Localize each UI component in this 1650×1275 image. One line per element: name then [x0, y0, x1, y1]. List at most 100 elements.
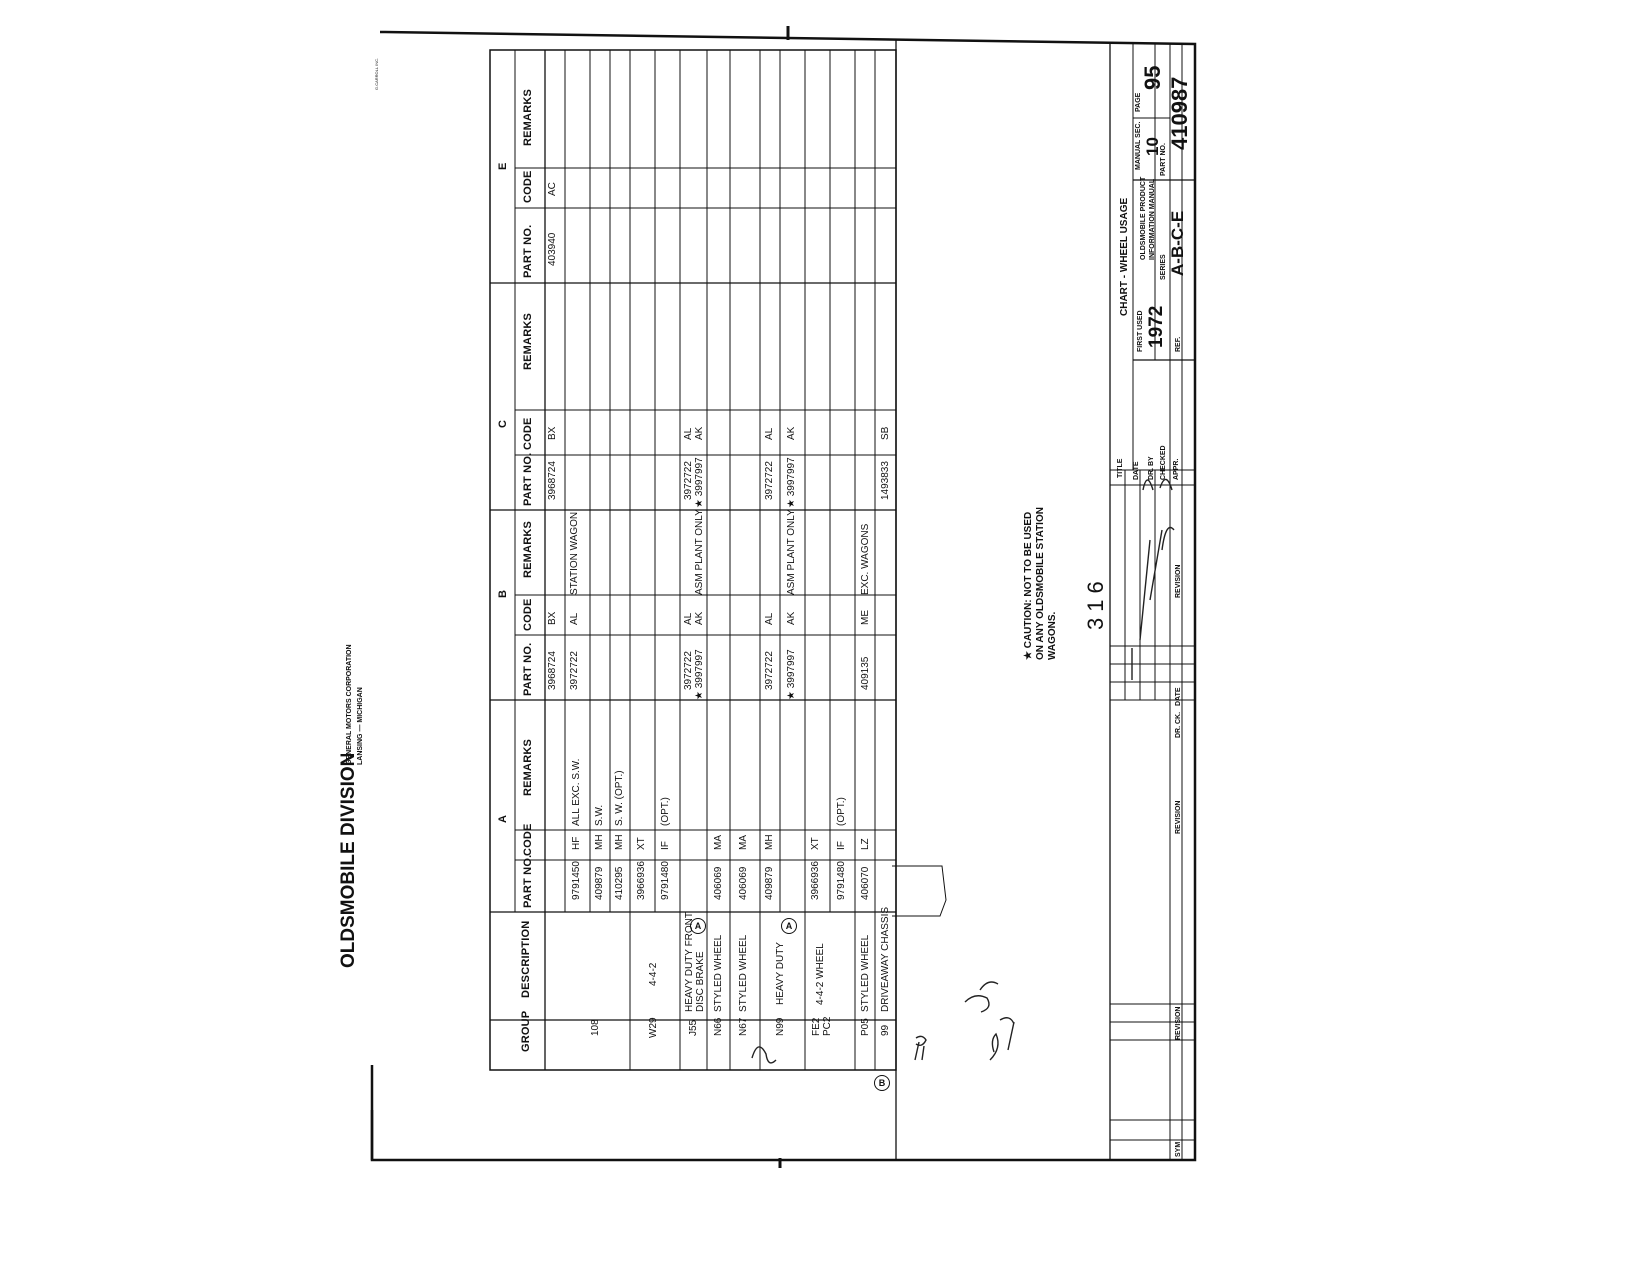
col-description-header: DESCRIPTION — [520, 920, 532, 998]
r14-b-code: ME — [860, 610, 871, 625]
desc-4-4-2-wheel: 4-4-2 WHEEL — [815, 943, 826, 1005]
r4-a-code: XT — [636, 837, 647, 850]
manual-sec-label: MANUAL SEC. — [1135, 121, 1142, 170]
desc-heavy-duty: HEAVY DUTY — [775, 942, 786, 1005]
desc-styled-wheel-n66: STYLED WHEEL — [713, 934, 724, 1012]
r9-a-code: MA — [738, 835, 749, 850]
r0-e-part: 403940 — [547, 232, 558, 266]
b-remarks-header: REMARKS — [522, 520, 534, 578]
r2-a-part: 409879 — [594, 866, 605, 900]
r7-b-code: AK — [694, 611, 705, 625]
a-code-header: CODE — [522, 823, 534, 856]
r7-c-part: ★ 3997997 — [694, 457, 705, 508]
r8-a-code: MA — [713, 835, 724, 850]
chart-title: CHART - WHEEL USAGE — [1119, 197, 1130, 316]
r4-a-part: 3966936 — [636, 861, 647, 900]
series-label: SERIES — [1160, 254, 1167, 280]
group-pc2: PC2 — [822, 1016, 833, 1036]
r6-c-part: 3972722 — [683, 461, 694, 500]
revision-label-3: REVISION — [1175, 564, 1182, 598]
r10-b-part: 3972722 — [764, 651, 775, 690]
c-code-header: CODE — [522, 417, 534, 450]
caution-line-1: ★ CAUTION: NOT TO BE USED — [1023, 511, 1034, 660]
r0-c-part: 3968724 — [547, 461, 558, 500]
desc-styled-wheel-p05: STYLED WHEEL — [860, 934, 871, 1012]
group-p05: P05 — [860, 1018, 871, 1036]
r7-c-code: AK — [694, 426, 705, 440]
r2-a-rem: S.W. — [594, 804, 605, 826]
part-no-label: PART NO. — [1160, 143, 1167, 176]
section-b-label: B — [497, 589, 509, 598]
note-marker-a-1: A — [690, 918, 706, 934]
c-part-no-header: PART NO. — [522, 452, 534, 506]
r3-a-rem: S. W. (OPT.) — [614, 770, 625, 826]
r11-c-code: AK — [786, 426, 797, 440]
section-c-label: C — [497, 419, 509, 428]
first-used-label: FIRST USED — [1137, 310, 1144, 352]
r0-b-part: 3968724 — [547, 651, 558, 690]
group-w29: W29 — [648, 1017, 659, 1038]
r15-c-part: 1493833 — [880, 461, 891, 500]
note-marker-b: B — [874, 1075, 890, 1091]
r3-a-part: 410295 — [614, 866, 625, 900]
r6-b-part: 3972722 — [683, 651, 694, 690]
r13-a-code: IF — [836, 841, 847, 850]
r6-c-code: AL — [683, 427, 694, 440]
r5-a-part: 9791480 — [660, 861, 671, 900]
group-n99: N99 — [775, 1017, 786, 1036]
r11-b-part: ★ 3997997 — [786, 649, 797, 700]
first-used-year: 1972 — [1146, 305, 1167, 348]
r1-b-code: AL — [569, 612, 580, 625]
desc-styled-wheel-n67: STYLED WHEEL — [738, 934, 749, 1012]
r10-c-part: 3972722 — [764, 461, 775, 500]
c-remarks-header: REMARKS — [522, 312, 534, 370]
r6-b-code: AL — [683, 612, 694, 625]
group-n66: N66 — [713, 1017, 724, 1036]
part-no-value: 410987 — [1167, 76, 1192, 150]
r10-a-part: 409879 — [764, 866, 775, 900]
manual-label-1: OLDSMOBILE PRODUCT — [1140, 176, 1147, 260]
ref-label: REF. — [1175, 336, 1182, 352]
caution-line-3: WAGONS. — [1047, 611, 1058, 660]
rev-ck-label: CK. — [1175, 711, 1182, 724]
stamped-number: 316 — [1083, 575, 1108, 630]
title-label: TITLE — [1117, 458, 1124, 478]
r1-b-rem: STATION WAGON — [569, 511, 580, 595]
a-part-no-header: PART NO. — [522, 854, 534, 908]
desc-driveaway-chassis: DRIVEAWAY CHASSIS — [880, 906, 891, 1012]
r13-a-part: 9791480 — [836, 861, 847, 900]
e-code-header: CODE — [522, 170, 534, 203]
checked-label: CHECKED — [1160, 445, 1167, 480]
page-label: PAGE — [1135, 92, 1142, 112]
revision-label-2: REVISION — [1175, 1006, 1182, 1040]
group-fe2: FE2 — [811, 1017, 822, 1036]
e-remarks-header: REMARKS — [522, 88, 534, 146]
group-99: 99 — [880, 1024, 891, 1036]
manual-label-2: INFORMATION MANUAL — [1149, 178, 1156, 260]
rev-sym-label: SYM — [1175, 1141, 1182, 1157]
r1-a-code: HF — [571, 836, 582, 850]
series-value: A-B-C-E — [1168, 210, 1187, 276]
r10-b-code: AL — [764, 612, 775, 625]
r3-a-code: MH — [614, 834, 625, 850]
r14-b-rem: EXC. WAGONS — [860, 523, 871, 595]
r1-a-rem: ALL EXC. S.W. — [571, 758, 582, 826]
r7-b-part: ★ 3997997 — [694, 649, 705, 700]
r12-a-code: XT — [810, 837, 821, 850]
desc-4-4-2: 4-4-2 — [648, 962, 659, 986]
caution-line-2: ON ANY OLDSMOBILE STATION — [1035, 507, 1046, 660]
r1-a-part: 9791450 — [571, 861, 582, 900]
dr-by-label: DR. BY — [1148, 456, 1155, 480]
r11-c-part: ★ 3997997 — [786, 457, 797, 508]
section-a-label: A — [497, 814, 509, 823]
rev-dr-label: DR. — [1175, 725, 1182, 738]
r0-b-code: BX — [547, 611, 558, 625]
handwritten-marks — [751, 478, 1175, 1064]
r0-c-code: BX — [547, 426, 558, 440]
page-value: 95 — [1140, 65, 1165, 90]
r15-c-code: SB — [880, 426, 891, 440]
section-e-label: E — [497, 162, 509, 170]
group-n67: N67 — [738, 1017, 749, 1036]
